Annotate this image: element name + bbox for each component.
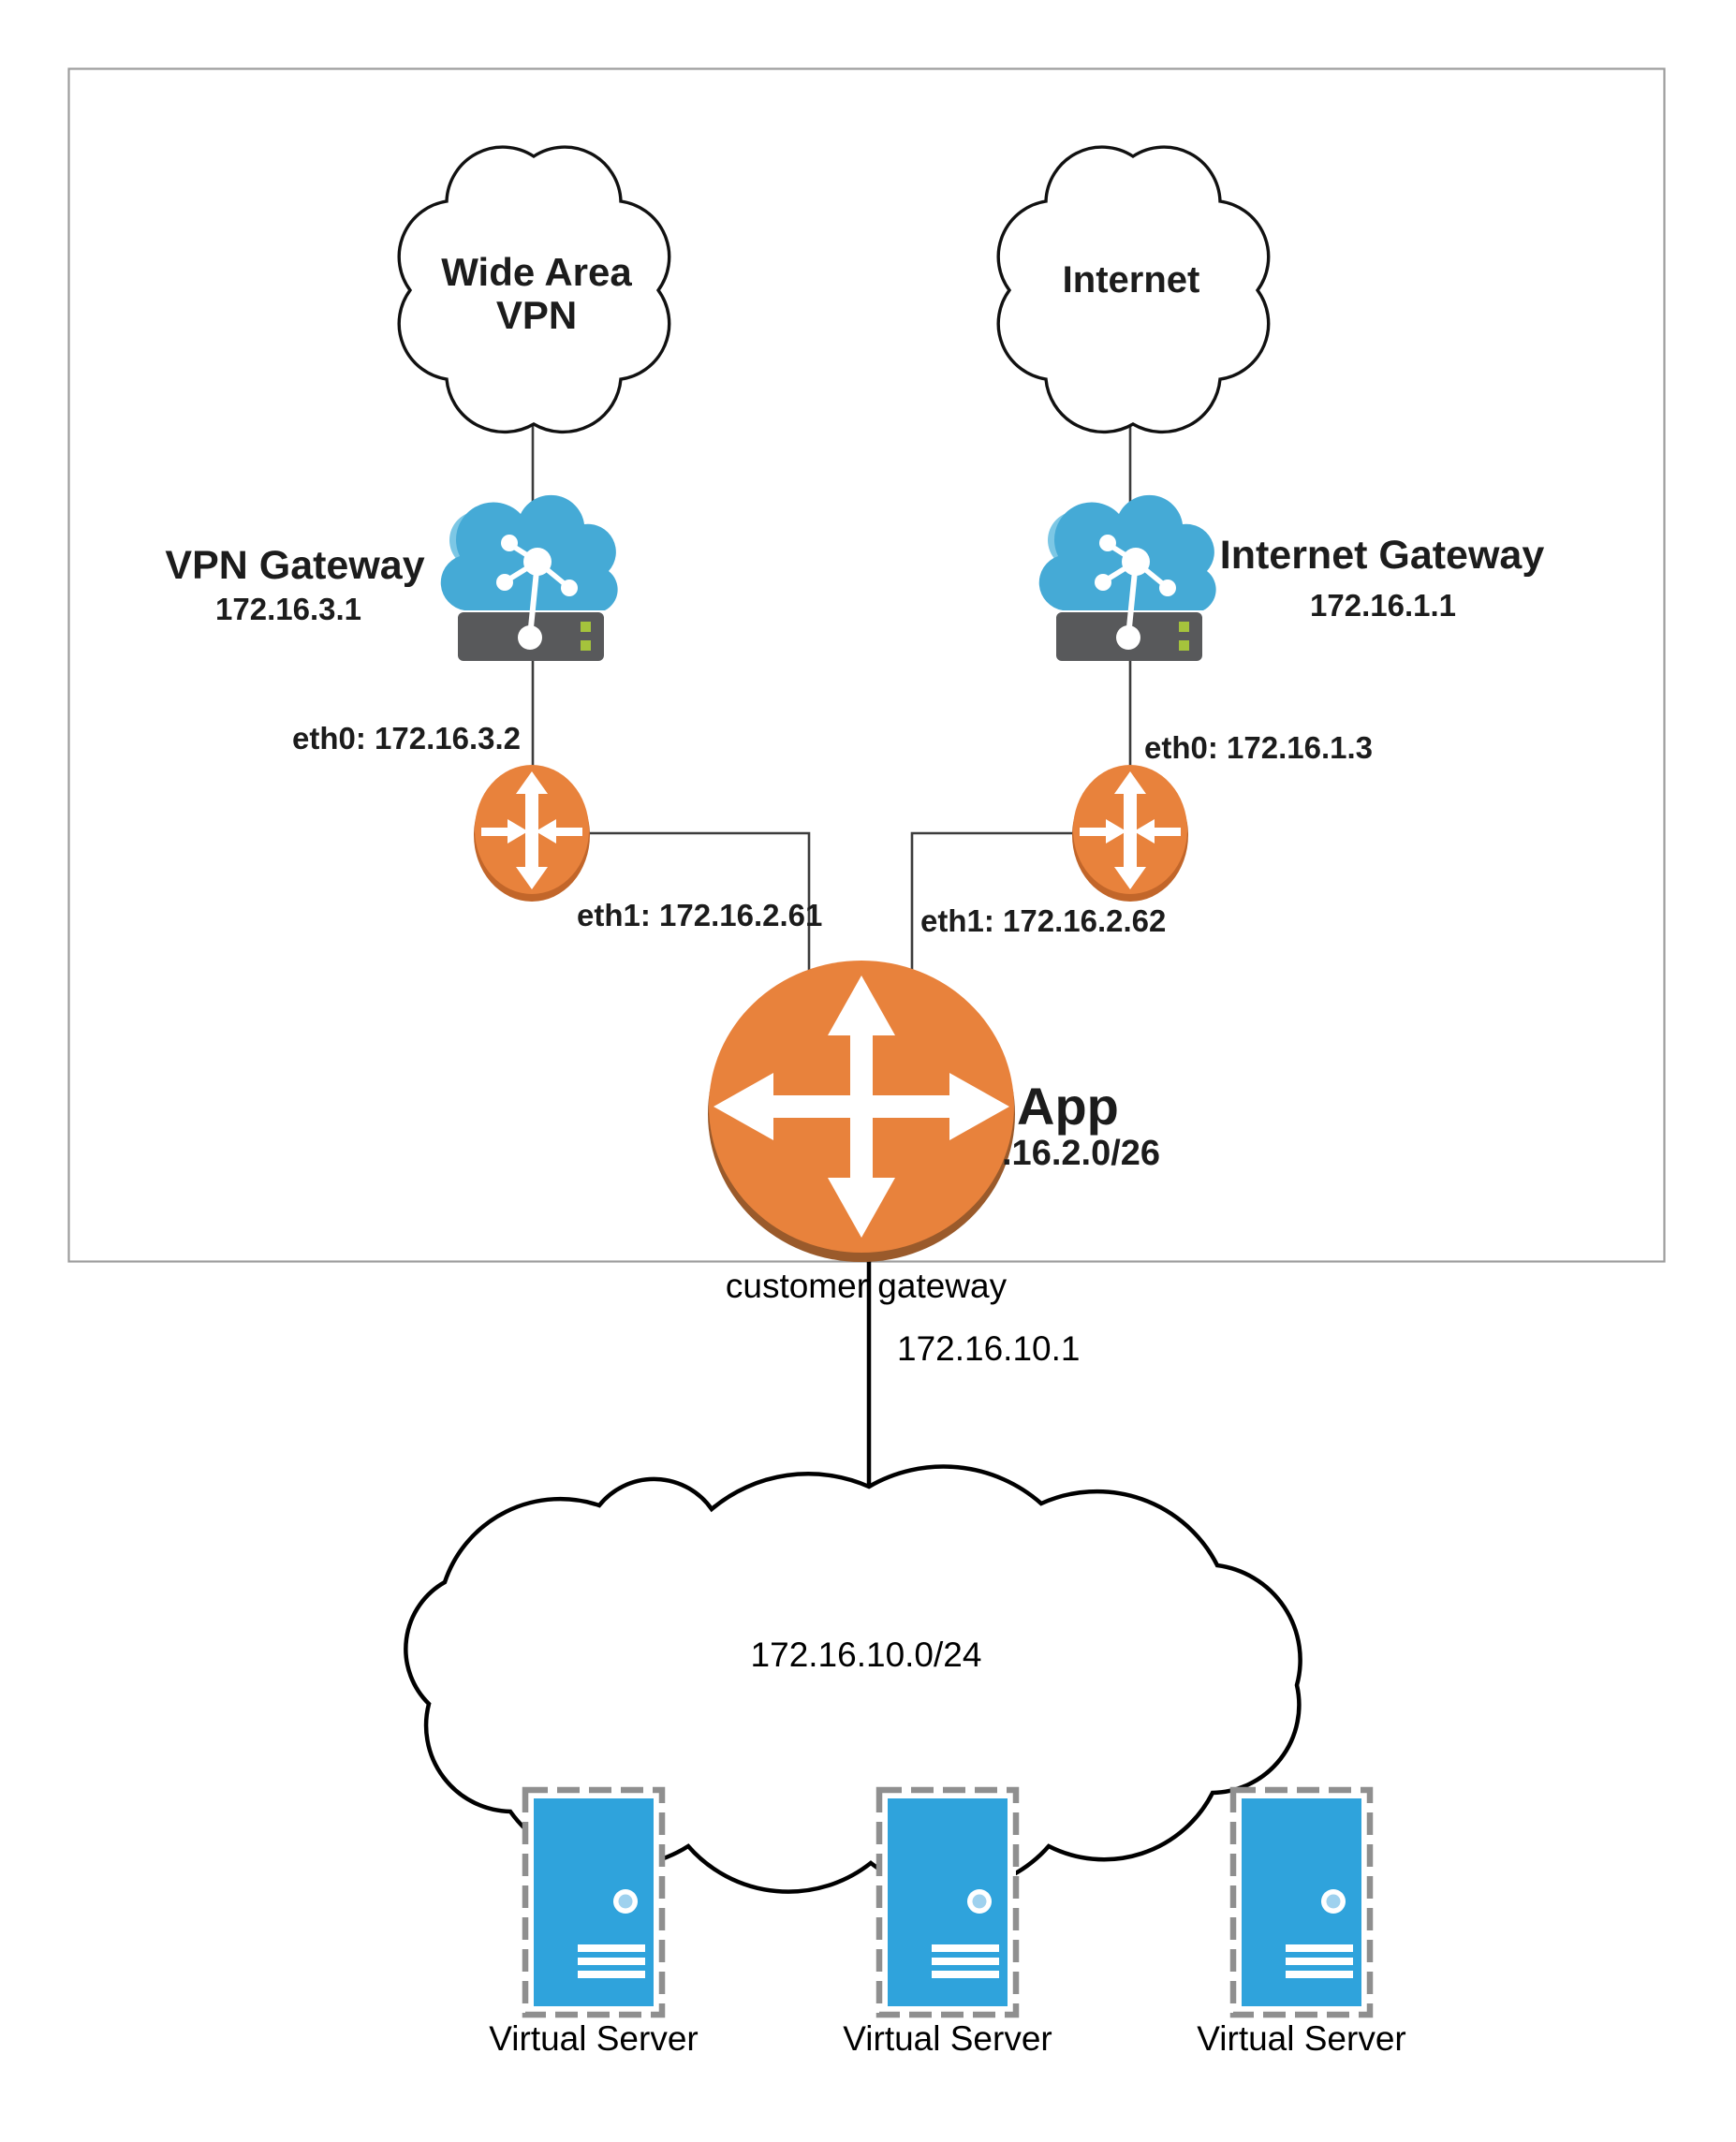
vpn-router-eth0-label: eth0: 172.16.3.2 <box>292 721 521 756</box>
vpn-router-eth1-label: eth1: 172.16.2.61 <box>577 898 823 932</box>
virtual-server-label-3: Virtual Server <box>1197 2019 1406 2058</box>
virtual-server-icon-1 <box>525 1790 662 2015</box>
customer-gateway-app-label: App <box>1017 1077 1119 1136</box>
internet-gateway-title: Internet Gateway <box>1219 533 1545 578</box>
link-vpn-router-to-customer-gateway <box>590 831 811 978</box>
virtual-server-label-1: Virtual Server <box>489 2019 699 2058</box>
internet-router-icon <box>1072 765 1188 902</box>
vpn-router-icon <box>474 765 590 902</box>
internet-gateway-ip: 172.16.1.1 <box>1310 588 1456 623</box>
internet-gateway-icon <box>1039 495 1216 661</box>
vpn-gateway-icon <box>441 495 618 661</box>
internet-router-eth0-label: eth0: 172.16.1.3 <box>1144 730 1373 765</box>
lan-cloud <box>404 1464 1302 1894</box>
vpn-gateway-title: VPN Gateway <box>165 543 425 588</box>
customer-gateway-subnet-label: .16.2.0/26 <box>1002 1134 1161 1173</box>
customer-gateway-name-label: customer gateway <box>725 1267 1008 1305</box>
link-internet-router-to-customer-gateway <box>910 831 1073 978</box>
cross-arrow-horizontal <box>714 1073 1009 1140</box>
virtual-server-icon-3 <box>1233 1790 1370 2015</box>
vpn-gateway-ip: 172.16.3.1 <box>215 592 361 626</box>
internet-cloud-label: Internet <box>1062 259 1200 301</box>
internet-router-eth1-label: eth1: 172.16.2.62 <box>920 903 1167 938</box>
connector-links <box>531 421 1132 978</box>
customer-gateway-icon <box>708 961 1015 1262</box>
virtual-server-icon-2 <box>879 1790 1016 2015</box>
wan-cloud-label-line2: VPN <box>495 293 578 337</box>
wan-cloud-label-line1: Wide Area <box>441 250 632 294</box>
virtual-server-label-2: Virtual Server <box>843 2019 1052 2058</box>
customer-gateway-downlink-ip: 172.16.10.1 <box>897 1329 1081 1368</box>
lan-subnet-label: 172.16.10.0/24 <box>750 1636 982 1674</box>
